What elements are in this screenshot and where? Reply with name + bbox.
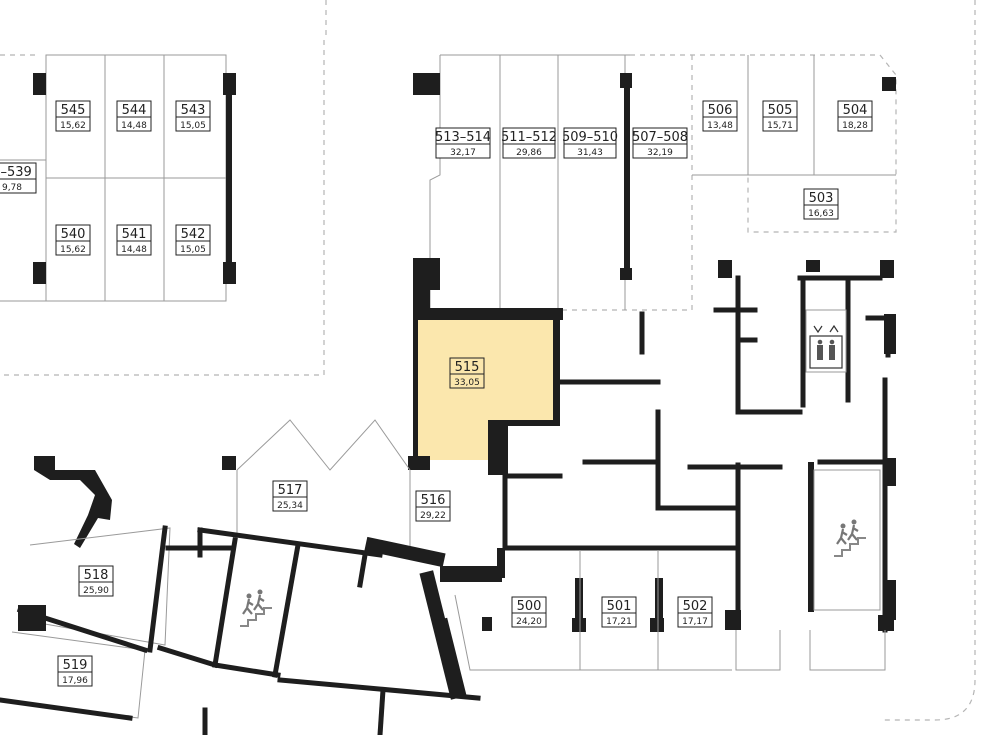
unit-502-label[interactable]: 502 17,17 (677, 596, 713, 628)
svg-text:15,62: 15,62 (60, 121, 86, 131)
svg-text:24,20: 24,20 (516, 617, 542, 627)
svg-text:502: 502 (683, 599, 708, 614)
core-walls (687, 260, 896, 671)
svg-text:25,34: 25,34 (277, 501, 303, 511)
svg-text:503: 503 (809, 191, 834, 206)
elevator-icon (809, 324, 843, 369)
unit-515-highlight (418, 320, 555, 460)
block-503-514 (413, 54, 896, 320)
svg-text:507–508: 507–508 (632, 130, 688, 145)
svg-text:542: 542 (181, 227, 206, 242)
svg-text:14,48: 14,48 (121, 121, 147, 131)
unit-518-label[interactable]: 518 25,90 (78, 565, 114, 597)
svg-text:9,78: 9,78 (2, 183, 22, 193)
svg-text:15,62: 15,62 (60, 245, 86, 255)
svg-text:29,86: 29,86 (516, 148, 542, 158)
stairs-icon (240, 589, 272, 627)
block-540-545 (0, 54, 236, 302)
svg-text:545: 545 (61, 103, 86, 118)
svg-text:33,05: 33,05 (454, 378, 480, 388)
svg-text:519: 519 (63, 658, 88, 673)
svg-text:509–510: 509–510 (562, 130, 618, 145)
svg-text:511–512: 511–512 (501, 130, 557, 145)
unit-542-label[interactable]: 542 15,05 (175, 224, 211, 256)
unit-506-label[interactable]: 506 13,48 (702, 100, 738, 132)
unit-517-label[interactable]: 517 25,34 (272, 480, 308, 512)
unit-544-label[interactable]: 544 14,48 (116, 100, 152, 132)
svg-text:517: 517 (278, 483, 303, 498)
svg-text:513–514: 513–514 (435, 130, 491, 145)
svg-text:544: 544 (122, 103, 147, 118)
unit-519-label[interactable]: 519 17,96 (57, 655, 93, 687)
svg-text:29,22: 29,22 (420, 511, 446, 521)
unit-540-label[interactable]: 540 15,62 (55, 224, 91, 256)
unit-511-512-label[interactable]: 511–512 29,86 (501, 127, 557, 159)
svg-text:8–539: 8–539 (0, 165, 32, 180)
svg-text:32,19: 32,19 (647, 148, 673, 158)
unit-505-label[interactable]: 505 15,71 (762, 100, 798, 132)
svg-text:504: 504 (843, 103, 868, 118)
unit-509-510-label[interactable]: 509–510 31,43 (562, 127, 618, 159)
svg-text:541: 541 (122, 227, 147, 242)
svg-text:540: 540 (61, 227, 86, 242)
svg-text:13,48: 13,48 (707, 121, 733, 131)
central-walls (408, 311, 741, 671)
svg-text:15,71: 15,71 (767, 121, 793, 131)
svg-text:16,63: 16,63 (808, 209, 834, 219)
svg-text:14,48: 14,48 (121, 245, 147, 255)
svg-text:501: 501 (607, 599, 632, 614)
svg-text:15,05: 15,05 (180, 121, 206, 131)
unit-501-label[interactable]: 501 17,21 (601, 596, 637, 628)
unit-543-label[interactable]: 543 15,05 (175, 100, 211, 132)
svg-text:543: 543 (181, 103, 206, 118)
stairs-icon (834, 519, 866, 557)
unit-500-label[interactable]: 500 24,20 (511, 596, 547, 628)
svg-text:31,43: 31,43 (577, 148, 603, 158)
svg-text:17,96: 17,96 (62, 676, 88, 686)
unit-538-539-label[interactable]: 8–539 9,78 (0, 162, 37, 194)
unit-516-label[interactable]: 516 29,22 (415, 490, 451, 522)
unit-503-label[interactable]: 503 16,63 (803, 188, 839, 220)
unit-507-508-label[interactable]: 507–508 32,19 (632, 127, 688, 159)
site-boundary (0, 0, 976, 721)
unit-541-label[interactable]: 541 14,48 (116, 224, 152, 256)
unit-545-label[interactable]: 545 15,62 (55, 100, 91, 132)
svg-text:17,21: 17,21 (606, 617, 632, 627)
unit-513-514-label[interactable]: 513–514 32,17 (435, 127, 491, 159)
unit-504-label[interactable]: 504 18,28 (837, 100, 873, 132)
svg-text:500: 500 (517, 599, 542, 614)
svg-text:506: 506 (708, 103, 733, 118)
svg-text:516: 516 (421, 493, 446, 508)
svg-text:17,17: 17,17 (682, 617, 708, 627)
svg-text:32,17: 32,17 (450, 148, 476, 158)
svg-text:505: 505 (768, 103, 793, 118)
svg-text:18,28: 18,28 (842, 121, 868, 131)
block-516-519 (0, 419, 481, 735)
unit-515-label[interactable]: 515 33,05 (449, 357, 485, 389)
svg-text:518: 518 (84, 568, 109, 583)
svg-text:515: 515 (455, 360, 480, 375)
svg-text:25,90: 25,90 (83, 586, 109, 596)
svg-text:15,05: 15,05 (180, 245, 206, 255)
